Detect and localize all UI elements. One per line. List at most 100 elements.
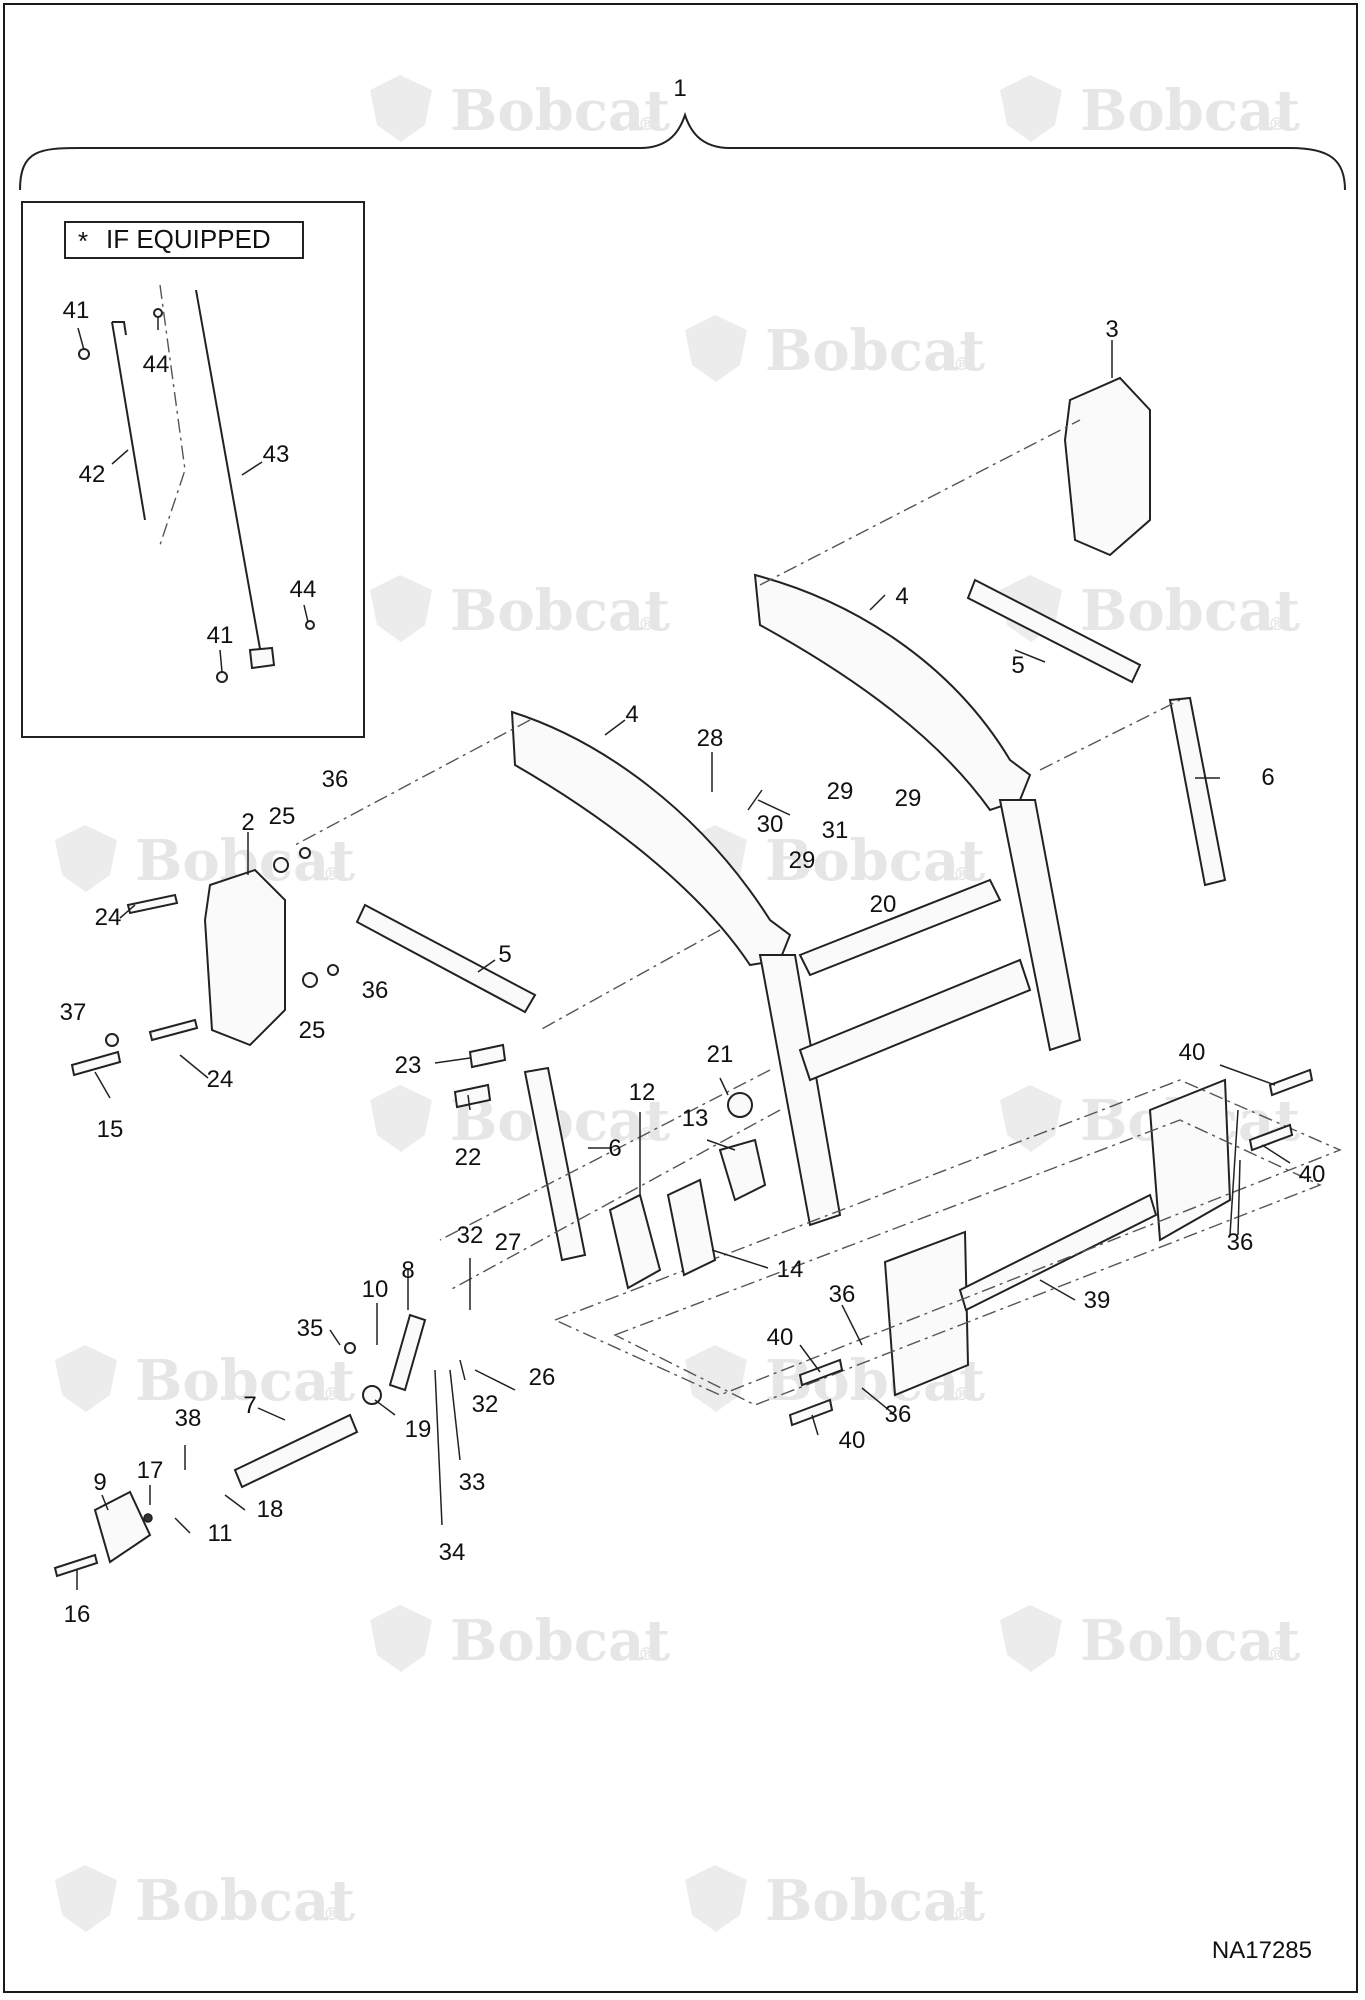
callout-9: 9 [93, 1469, 106, 1496]
watermark-registered: ® [323, 1384, 341, 1405]
callout-26: 26 [529, 1364, 556, 1391]
callout-43: 43 [263, 441, 290, 468]
callout-36-bottom: 36 [362, 977, 389, 1004]
callout-5-left: 5 [498, 941, 511, 968]
handle-7 [233, 1413, 359, 1489]
inset-frame [21, 201, 365, 738]
link-plate-13 [718, 1138, 767, 1202]
nut-41-bottom [216, 671, 228, 683]
watermark-registered: ® [638, 1644, 656, 1665]
callout-40-mid: 40 [767, 1324, 794, 1351]
callout-6-right: 6 [1261, 764, 1274, 791]
inset-dash [159, 284, 186, 546]
link-8 [388, 1313, 427, 1392]
cross-tube [798, 958, 1032, 1082]
callout-32-bottom: 32 [472, 1391, 499, 1418]
callout-25-bottom: 25 [299, 1017, 326, 1044]
watermark-tile: Bobcat® [370, 1085, 670, 1154]
callout-12: 12 [629, 1079, 656, 1106]
watermark-tile: Bobcat® [55, 825, 355, 894]
callout-35: 35 [297, 1315, 324, 1342]
watermark-tile: Bobcat® [685, 1865, 985, 1934]
projection-line-1 [759, 419, 1081, 586]
watermark-logo [1000, 75, 1062, 142]
mount-tube [958, 1193, 1158, 1312]
watermark-logo [1000, 1085, 1062, 1152]
callout-3: 3 [1105, 316, 1118, 343]
callout-32-top: 32 [457, 1222, 484, 1249]
watermark-registered: ® [323, 864, 341, 885]
watermark-tile: Bobcat® [685, 315, 985, 384]
callout-39: 39 [1084, 1287, 1111, 1314]
callout-13: 13 [682, 1105, 709, 1132]
callout-40-bottom: 40 [839, 1427, 866, 1454]
cross-tube-plate [798, 878, 1002, 977]
link-plate-12 [608, 1193, 662, 1290]
callout-28: 28 [697, 725, 724, 752]
callout-40-right: 40 [1299, 1161, 1326, 1188]
pin-40-b [1248, 1123, 1294, 1152]
watermark-text: Bobcat [450, 1608, 670, 1674]
watermark-layer: Bobcat®Bobcat®Bobcat®Bobcat®Bobcat®Bobca… [55, 75, 1300, 1934]
watermark-logo [55, 1345, 117, 1412]
washer-36-top [299, 847, 311, 859]
page-border [3, 3, 1358, 1993]
mount-dash-outline [553, 1079, 1342, 1396]
callout-21: 21 [707, 1041, 734, 1068]
watermark-logo [370, 1085, 432, 1152]
callout-18: 18 [257, 1496, 284, 1523]
watermark-logo [685, 315, 747, 382]
pin-16 [53, 1553, 99, 1578]
watermark-logo [370, 75, 432, 142]
washer-36-bottom [327, 964, 339, 976]
callout-7: 7 [243, 1392, 256, 1419]
washer-19 [362, 1385, 382, 1405]
callout-27: 27 [495, 1229, 522, 1256]
callout-41-bottom: 41 [207, 622, 234, 649]
watermark-text: Bobcat [450, 78, 670, 144]
callout-11: 11 [208, 1520, 233, 1547]
watermark-registered: ® [953, 864, 971, 885]
watermark-logo [1000, 1605, 1062, 1672]
callout-24-top: 24 [95, 904, 122, 931]
callout-29-c: 29 [789, 847, 816, 874]
callout-29-b: 29 [895, 785, 922, 812]
callout-36-bottom-mid: 36 [885, 1401, 912, 1428]
tilt-cylinder-right [1168, 696, 1227, 887]
watermark-text: Bobcat [450, 578, 670, 644]
callout-4-left: 4 [625, 701, 638, 728]
callout-41-top: 41 [63, 297, 90, 324]
watermark-logo [370, 575, 432, 642]
assembly-number: 1 [673, 75, 686, 102]
callout-25-top: 25 [269, 803, 296, 830]
rod-43-tab [248, 646, 276, 670]
watermark-text: Bobcat [1080, 78, 1300, 144]
callout-24-bottom: 24 [207, 1066, 234, 1093]
tilt-link-left [355, 903, 537, 1014]
drawing-code: NA17285 [1212, 1937, 1312, 1964]
washer-25-top [273, 857, 289, 873]
boom-arm-left-upright [758, 954, 842, 1227]
tilt-cylinder-left [523, 1066, 587, 1262]
callout-labels: 3 4 4 5 5 6 6 2 25 36 24 25 36 37 24 15 … [60, 297, 1326, 1628]
callout-34: 34 [439, 1539, 466, 1566]
projection-line-2 [294, 719, 531, 846]
callout-44-bottom: 44 [290, 576, 317, 603]
watermark-tile: Bobcat® [1000, 1605, 1300, 1674]
boom-arm-left [510, 710, 792, 967]
pin-22 [453, 1083, 492, 1109]
pin-40-c [798, 1358, 844, 1387]
watermark-text: Bobcat [1080, 578, 1300, 644]
callout-8: 8 [401, 1257, 414, 1284]
callout-30: 30 [757, 811, 784, 838]
watermark-text: Bobcat [135, 1868, 355, 1934]
pin-24-top [126, 893, 179, 915]
callout-20: 20 [870, 891, 897, 918]
pin-40-a [1268, 1068, 1314, 1097]
quick-tach-plate-left [203, 868, 286, 1047]
step-9 [93, 1490, 152, 1564]
projection-line-5 [449, 1109, 781, 1291]
watermark-registered: ® [1268, 614, 1286, 635]
watermark-registered: ® [953, 1904, 971, 1925]
